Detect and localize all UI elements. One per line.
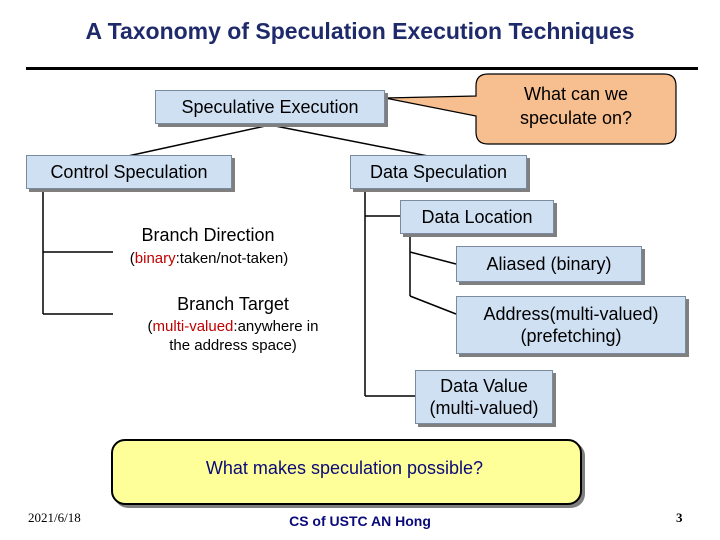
callout-line-2: speculate on?: [519, 108, 633, 128]
node-address: Address(multi-valued) (prefetching): [456, 296, 686, 354]
callout-line-1: What can we: [523, 84, 629, 104]
node-data-value: Data Value (multi-valued): [415, 370, 553, 424]
node-data-location: Data Location: [400, 200, 554, 234]
footer-date: 2021/6/18: [28, 510, 81, 525]
node-label: Data Speculation: [369, 162, 508, 182]
callout-bubble: [384, 73, 677, 145]
node-label-line-2: (multi-valued): [429, 398, 539, 418]
callout-question: What can we speculate on?: [480, 82, 672, 130]
node-label: Aliased (binary): [486, 254, 612, 274]
note-line-2: the address space): [169, 337, 297, 354]
node-label-line-1: Data Value: [440, 376, 528, 396]
node-aliased: Aliased (binary): [456, 246, 642, 282]
node-speculative-execution: Speculative Execution: [155, 90, 385, 124]
node-data-speculation: Data Speculation: [350, 155, 527, 189]
question-box: [111, 439, 582, 505]
page-number: 3: [676, 510, 683, 525]
node-label: Control Speculation: [50, 162, 208, 182]
note-branch-target: (multi-valued:anywhere in the address sp…: [113, 317, 353, 355]
note-keyword: binary: [134, 250, 176, 267]
node-label: Speculative Execution: [181, 97, 359, 117]
node-branch-target: Branch Target: [177, 294, 289, 314]
note-keyword: multi-valued: [152, 318, 234, 335]
node-branch-direction: Branch Direction: [141, 225, 275, 245]
note-open: (: [147, 318, 153, 335]
note-rest: :taken/not-taken): [175, 250, 289, 267]
node-label: Data Location: [421, 207, 533, 227]
node-control-speculation: Control Speculation: [26, 155, 232, 189]
footer-course: CS of USTC AN Hong: [289, 513, 431, 529]
slide-title: A Taxonomy of Speculation Execution Tech…: [85, 18, 635, 44]
node-label-line-2: (prefetching): [520, 326, 622, 346]
title-divider: [26, 67, 698, 70]
note-open: (: [129, 250, 135, 267]
note-branch-direction: (binary:taken/not-taken): [113, 249, 305, 268]
note-rest: :anywhere in: [233, 318, 319, 335]
note-line-1: (multi-valued:anywhere in: [113, 317, 353, 336]
question-text: What makes speculation possible?: [205, 458, 484, 478]
node-label-line-1: Address(multi-valued): [483, 304, 659, 324]
